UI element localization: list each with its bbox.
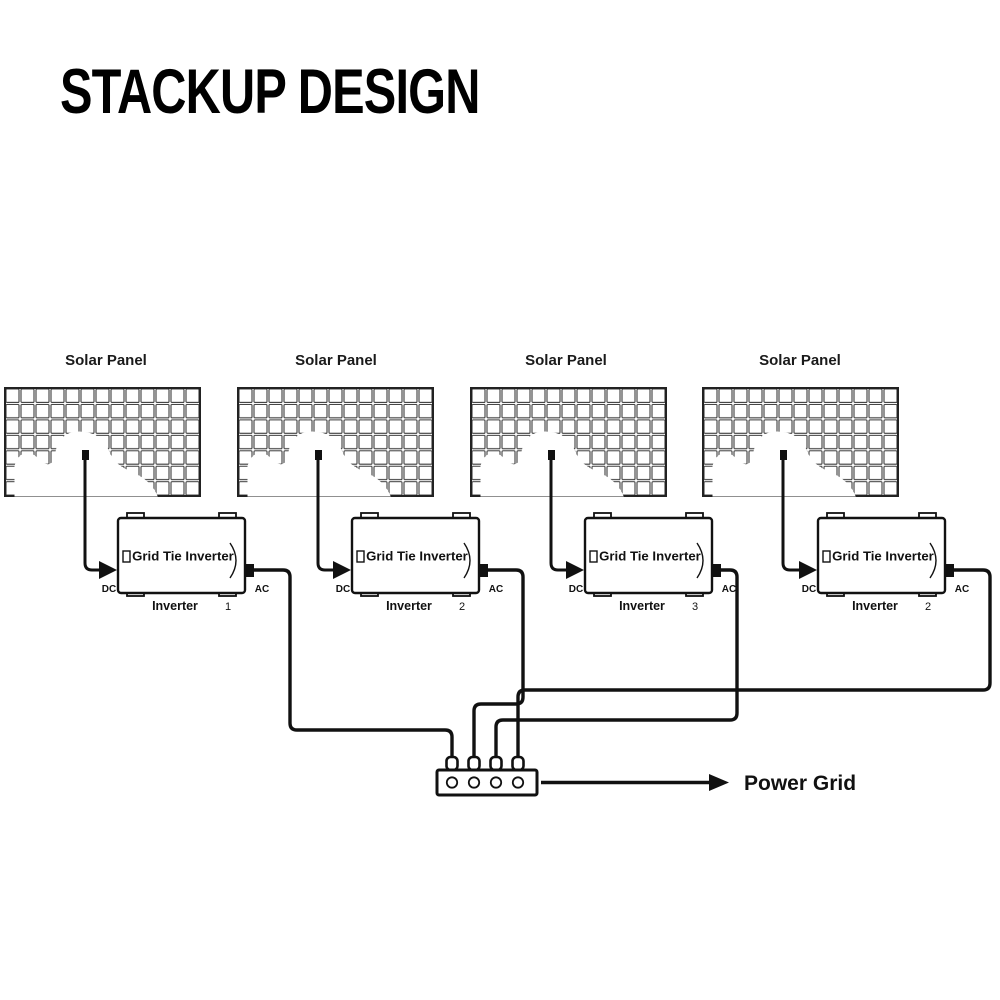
ac-wire-4: [516, 568, 992, 761]
inverter-1: Grid Tie Inverter DC AC Inverter 1: [102, 511, 269, 613]
power-strip: [435, 755, 539, 797]
solar-panel-label-3: Solar Panel: [525, 352, 607, 369]
inverter-box-label: Grid Tie Inverter: [366, 549, 468, 564]
dc-port-label: DC: [336, 584, 350, 595]
page-title: STACKUP DESIGN: [60, 57, 480, 128]
solar-panel-3: [470, 387, 667, 497]
power-grid-label: Power Grid: [744, 772, 856, 795]
dc-port-label: DC: [802, 584, 816, 595]
solar-panel-label-1: Solar Panel: [65, 352, 147, 369]
inverter-3: Grid Tie Inverter DC AC Inverter 3: [569, 511, 736, 613]
dc-port-label: DC: [102, 584, 116, 595]
solar-panel-label-2: Solar Panel: [295, 352, 377, 369]
ac-wire-2: [472, 568, 525, 761]
ac-wire-3: [494, 568, 739, 761]
plug-2: [467, 755, 481, 772]
inverter-number: 1: [225, 601, 231, 613]
inverter-name: Inverter: [852, 599, 898, 613]
plug-1: [445, 755, 459, 772]
inverter-box-label: Grid Tie Inverter: [132, 549, 234, 564]
inverter-2: Grid Tie Inverter DC AC Inverter 2: [336, 511, 503, 613]
ac-port-label: AC: [722, 584, 736, 595]
solar-panel-2: [237, 387, 434, 497]
ac-port-label: AC: [955, 584, 969, 595]
dc-wire-4: [780, 450, 817, 579]
dc-wire-3: [548, 450, 584, 579]
inverter-name: Inverter: [152, 599, 198, 613]
plug-4: [511, 755, 525, 772]
ac-port-label: AC: [489, 584, 503, 595]
inverter-number: 2: [925, 601, 931, 613]
ac-wire-1: [252, 568, 454, 761]
solar-panel-label-4: Solar Panel: [759, 352, 841, 369]
plug-3: [489, 755, 503, 772]
inverter-4: Grid Tie Inverter DC AC Inverter 2: [802, 511, 969, 613]
inverter-box-label: Grid Tie Inverter: [832, 549, 934, 564]
dc-wire-2: [315, 450, 351, 579]
solar-panel-4: [702, 387, 899, 497]
inverter-name: Inverter: [386, 599, 432, 613]
inverter-name: Inverter: [619, 599, 665, 613]
dc-wire-1: [82, 450, 117, 579]
inverter-number: 3: [692, 601, 698, 613]
inverter-box-label: Grid Tie Inverter: [599, 549, 701, 564]
solar-panel-1: [4, 387, 201, 497]
dc-port-label: DC: [569, 584, 583, 595]
ac-port-label: AC: [255, 584, 269, 595]
power-grid-arrow: [541, 774, 729, 791]
inverter-number: 2: [459, 601, 465, 613]
